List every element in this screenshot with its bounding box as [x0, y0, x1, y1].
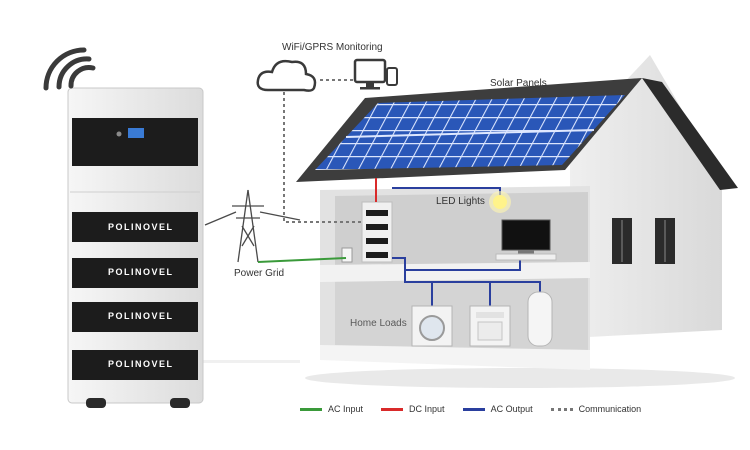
roof-side — [642, 78, 738, 190]
monitor-icon — [353, 58, 387, 90]
home-inverter-panel-4 — [366, 252, 388, 258]
caster-right — [170, 398, 190, 408]
house-shadow — [305, 368, 735, 388]
house — [296, 55, 738, 370]
label-solar-panels: Solar Panels — [490, 78, 547, 89]
home-inverter-panel-3 — [366, 238, 388, 244]
home-inverter-panel-2 — [366, 224, 388, 230]
inverter-display — [128, 128, 144, 138]
floor-slab — [320, 262, 590, 282]
battery-module-3 — [72, 302, 198, 332]
label-led-lights: LED Lights — [436, 196, 485, 207]
brand-label-4: POLINOVEL — [108, 359, 174, 369]
legend-dc-input: DC Input — [381, 404, 445, 414]
legend-swatch-ac-output — [462, 407, 485, 411]
brand-label-2: POLINOVEL — [108, 267, 174, 277]
caster-left — [86, 398, 106, 408]
water-heater-icon — [527, 291, 553, 347]
cloud-icon — [256, 59, 317, 92]
brand-label-3: POLINOVEL — [108, 311, 174, 321]
home-inverter-panel-1 — [366, 210, 388, 216]
legend-communication: Communication — [550, 404, 642, 414]
tv-icon — [495, 219, 557, 261]
base-slab — [320, 345, 590, 370]
battery-module-1 — [72, 212, 198, 242]
legend-swatch-dc-input — [381, 407, 404, 411]
panel-divider — [345, 129, 595, 138]
wifi-icon — [43, 47, 96, 91]
legend: AC Input DC Input AC Output Communicatio… — [300, 402, 641, 416]
battery-cabinet — [67, 87, 204, 408]
legend-ac-output: AC Output — [462, 404, 533, 414]
label-power-grid: Power Grid — [234, 268, 285, 279]
comm-cloud-inverter — [283, 92, 362, 223]
legend-swatch-ac-input — [300, 407, 322, 411]
label-home-loads: Home Loads — [350, 318, 407, 329]
power-button — [116, 131, 122, 137]
legend-label-communication: Communication — [578, 404, 642, 414]
wiring — [257, 79, 541, 306]
inverter-panel — [72, 118, 198, 166]
legend-label-ac-output: AC Output — [490, 404, 533, 414]
legend-swatch-communication — [550, 407, 573, 411]
ac-output-loads — [404, 270, 541, 292]
brand-label-1: POLINOVEL — [108, 222, 174, 232]
dryer-icon — [469, 305, 511, 347]
label-monitoring: WiFi/GPRS Monitoring — [282, 42, 383, 53]
ground-line — [180, 360, 300, 363]
lower-room — [335, 274, 588, 350]
washing-machine-icon — [411, 305, 453, 347]
ac-input-line — [257, 257, 347, 263]
phone-icon — [386, 67, 398, 86]
legend-label-dc-input: DC Input — [409, 404, 445, 414]
legend-label-ac-input: AC Input — [328, 404, 364, 414]
power-tower-icon — [204, 189, 301, 263]
led-bulb-icon — [489, 191, 511, 213]
battery-module-2 — [72, 258, 198, 288]
meter-box — [341, 247, 353, 263]
battery-module-4 — [72, 350, 198, 380]
legend-ac-input: AC Input — [300, 404, 363, 414]
